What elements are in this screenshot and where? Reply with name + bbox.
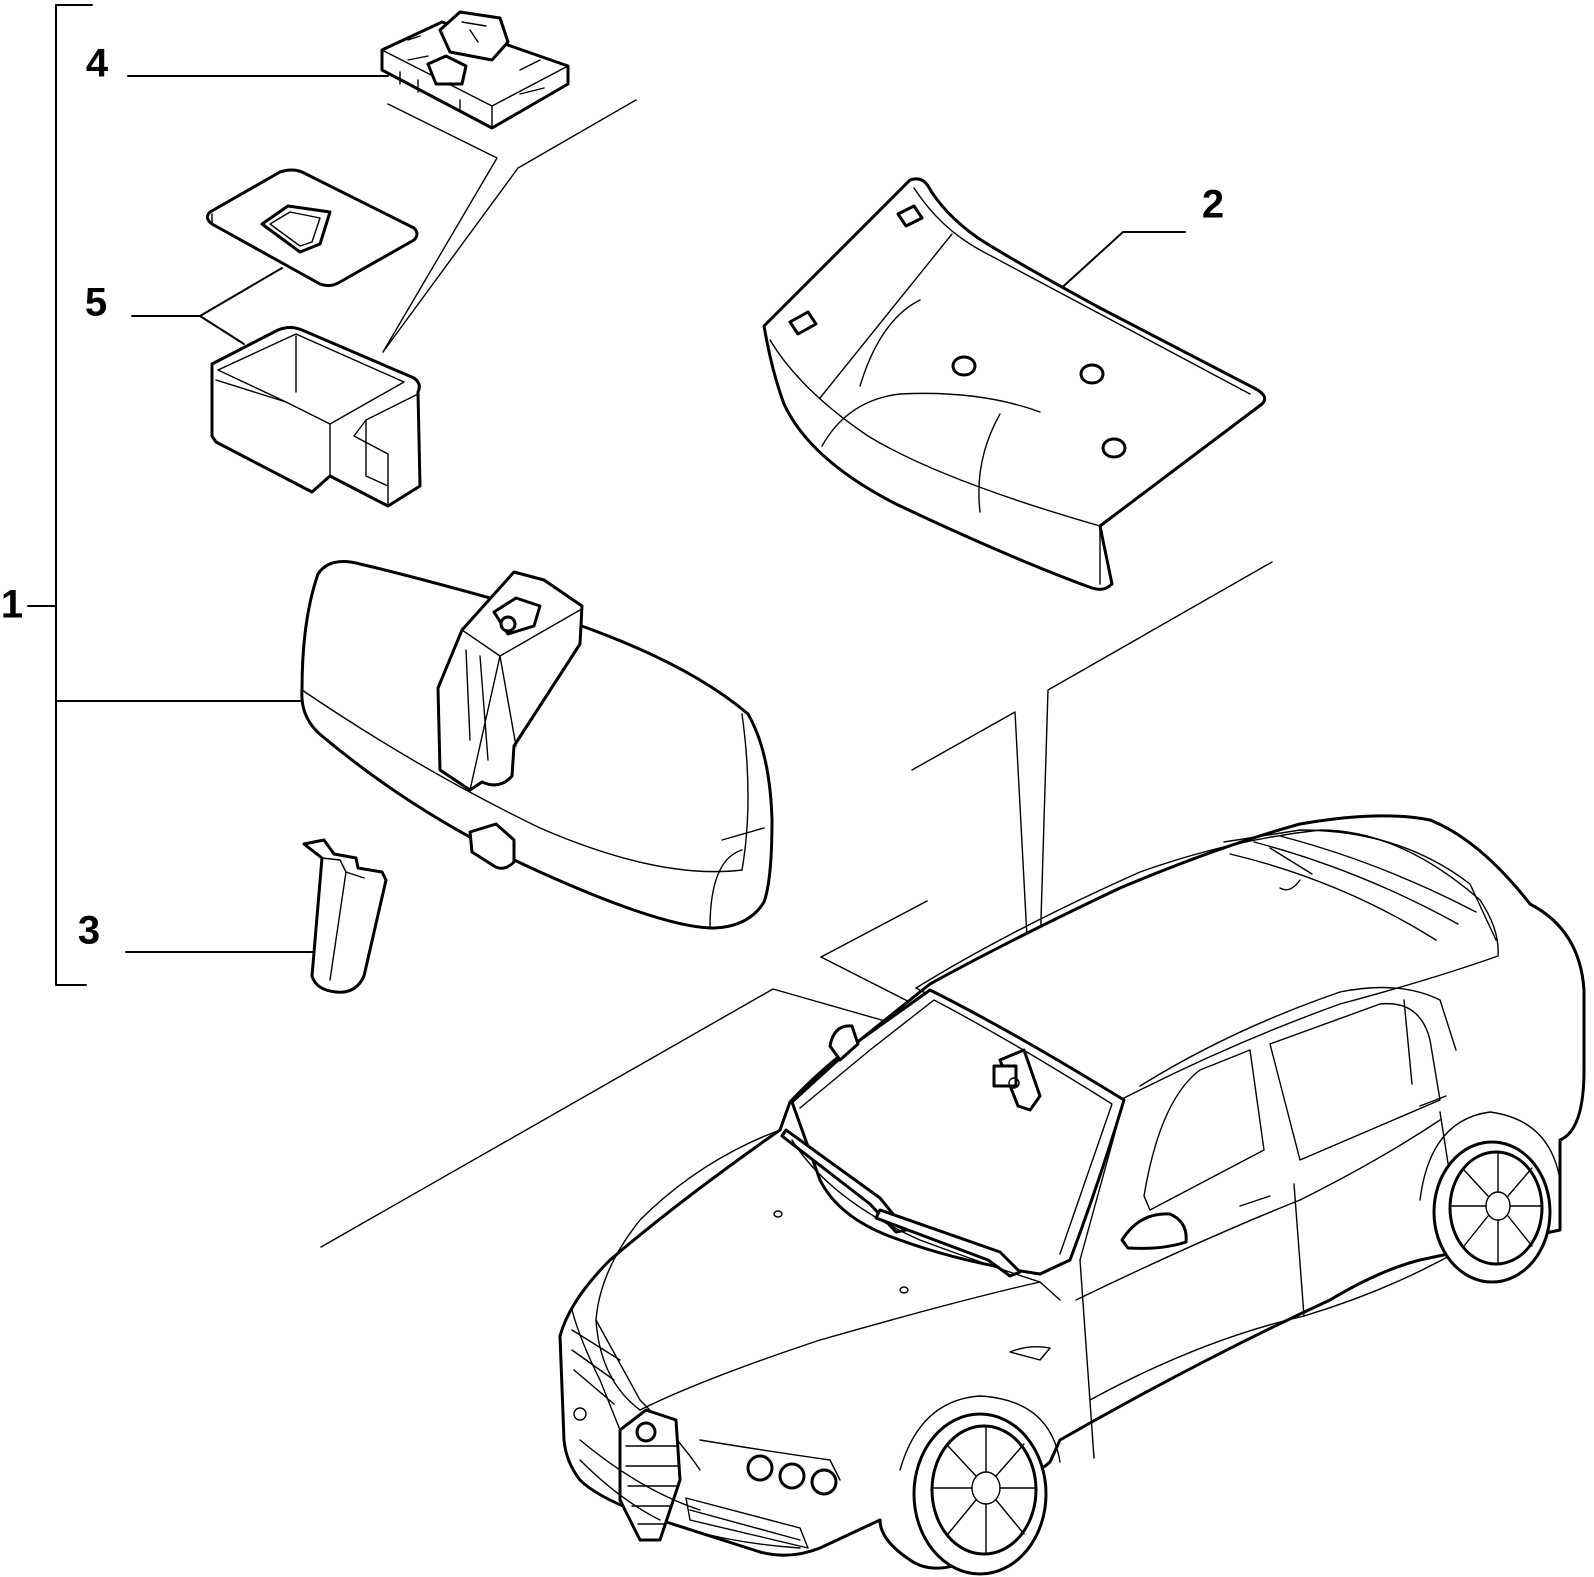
front-wheel — [912, 1412, 1048, 1576]
callout-4: 4 — [86, 42, 109, 86]
rearview-mirror — [300, 560, 774, 930]
callout-3: 3 — [78, 909, 100, 953]
sensor-module-part-4 — [380, 10, 570, 130]
car-illustration — [558, 814, 1586, 1576]
pad-part-5 — [205, 168, 419, 288]
callout-5: 5 — [85, 281, 107, 325]
callout-1: 1 — [1, 583, 23, 627]
cover-part-2 — [762, 177, 1267, 591]
callout-2: 2 — [1202, 183, 1224, 227]
rear-wheel — [1432, 1140, 1552, 1284]
housing-part-5 — [210, 326, 422, 508]
group-bracket — [27, 4, 301, 986]
clip-part-3 — [302, 838, 388, 994]
